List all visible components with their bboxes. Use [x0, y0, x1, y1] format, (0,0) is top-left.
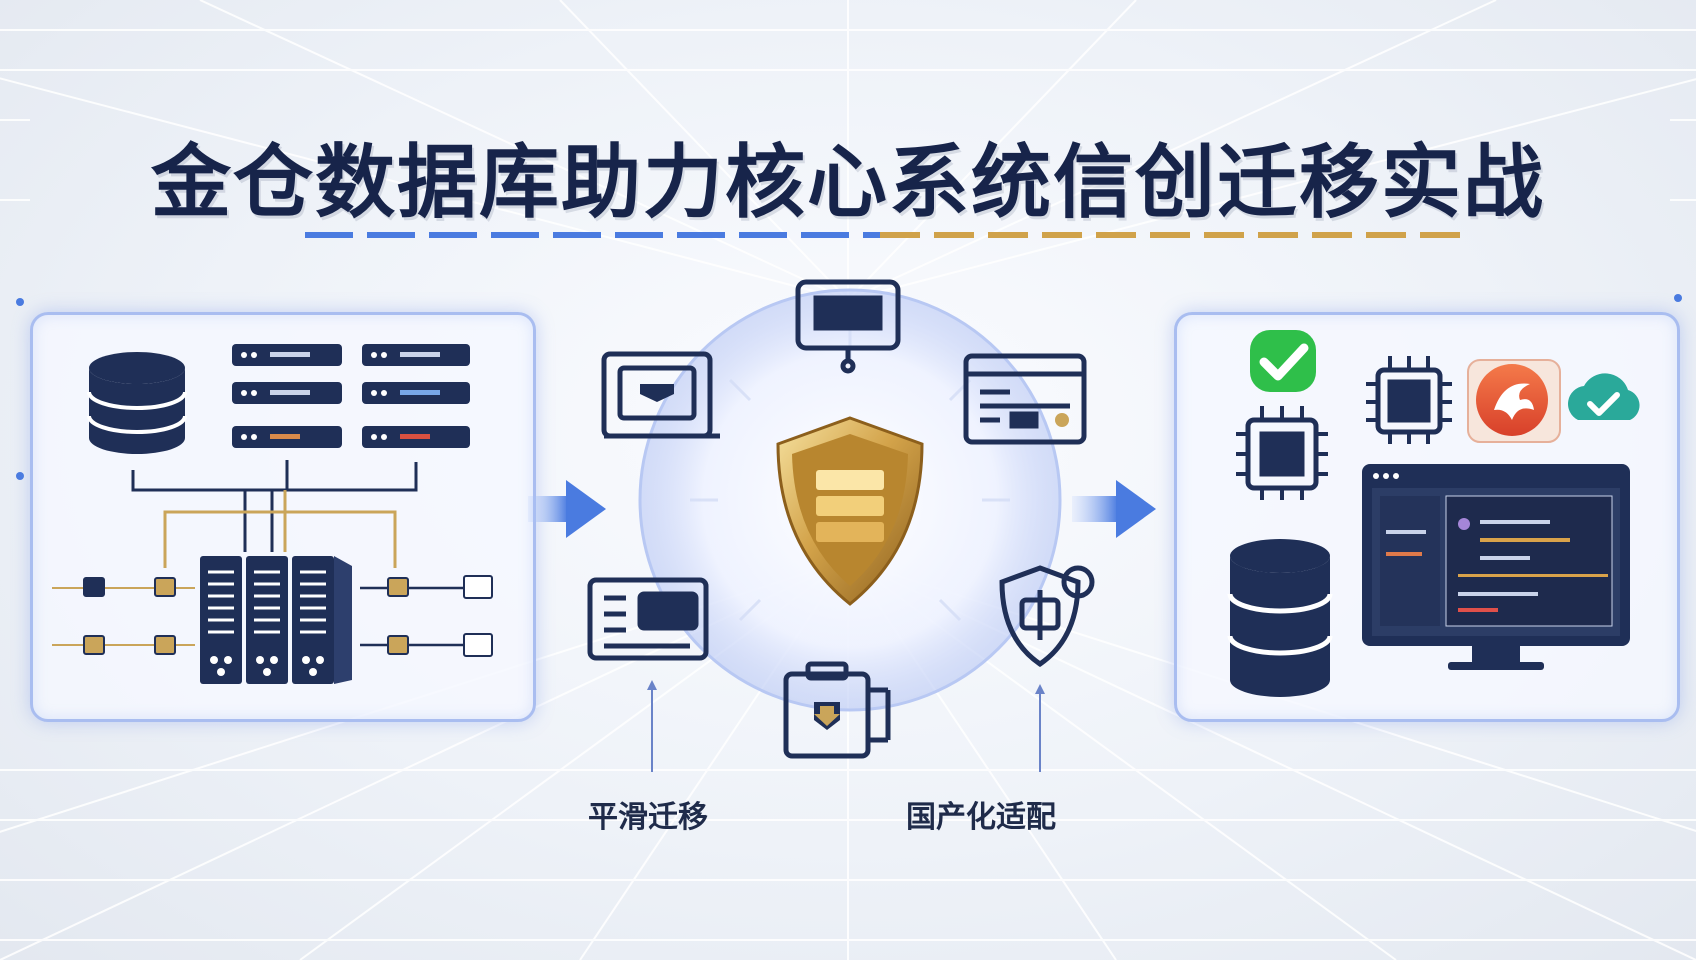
id-card-icon	[587, 577, 709, 661]
title-underline-gold	[880, 232, 1470, 238]
cpu-chip-icon	[1366, 356, 1452, 444]
flow-arrow-left	[528, 480, 606, 538]
cloud-check-icon	[1568, 373, 1640, 420]
database-icon	[87, 352, 187, 454]
server-rack-icon	[362, 344, 470, 448]
brand-logo-icon	[1467, 359, 1561, 443]
code-monitor-icon	[1362, 464, 1630, 670]
card-reader-icon	[601, 351, 720, 439]
title-underline-blue	[305, 232, 880, 238]
gear-shield-icon	[999, 565, 1095, 668]
migration-label: 平滑迁移	[588, 800, 708, 835]
browser-window-icon	[963, 353, 1087, 445]
flow-arrow-right	[1072, 480, 1156, 538]
server-rack-icon	[232, 344, 342, 448]
database-icon	[1227, 539, 1333, 697]
package-icon	[783, 661, 891, 759]
page-title: 金仓数据库助力核心系统信创迁移实战	[151, 136, 1545, 229]
shield-database-icon	[776, 416, 924, 606]
cpu-chip-icon	[1236, 406, 1328, 500]
check-icon	[1250, 330, 1316, 392]
adaptation-label: 国产化适配	[906, 800, 1056, 835]
server-cluster-icon	[200, 556, 352, 684]
monitor-icon	[795, 279, 901, 374]
